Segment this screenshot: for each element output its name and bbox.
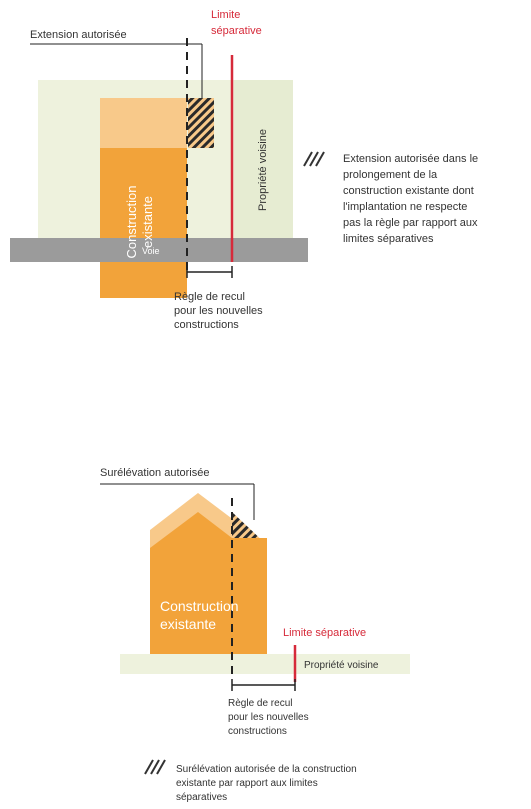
building-upper-extension [100, 98, 187, 148]
legend-hatch-icon-2 [144, 759, 166, 775]
legend-text-5: pas la règle par rapport aux [343, 217, 478, 229]
legend2-text-2: existante par rapport aux limites [176, 778, 318, 789]
setback2-text-3: constructions [228, 726, 287, 737]
diagram-1: Voie Extension autorisée Limite séparati… [10, 9, 478, 331]
limit-label-line2: séparative [211, 25, 262, 37]
ground-strip [120, 654, 410, 674]
authorized-extension-hatch [188, 98, 214, 148]
legend-hatch-icon [303, 151, 325, 167]
setback-text-3: constructions [174, 319, 239, 331]
legend2-text-3: séparatives [176, 792, 227, 803]
road-label: Voie [142, 246, 160, 256]
building-label-line1: Construction [124, 186, 139, 259]
existing-house [150, 512, 232, 654]
elevation-label: Surélévation autorisée [100, 467, 209, 479]
existing-building [100, 148, 187, 298]
house-right-body [232, 538, 267, 654]
legend-text-2: prolongement de la [343, 169, 438, 181]
neighbor-label-2: Propriété voisine [304, 660, 379, 671]
house-label-line2: existante [160, 616, 216, 632]
legend-text-3: construction existante dont [343, 185, 474, 197]
setback2-text-2: pour les nouvelles [228, 712, 309, 723]
legend-text-4: l'implantation ne respecte [343, 201, 467, 213]
neighbor-label: Propriété voisine [257, 129, 269, 211]
extension-label: Extension autorisée [30, 29, 127, 41]
diagram-2: Surélévation autorisée Construction exis… [100, 467, 410, 803]
setback2-text-1: Règle de recul [228, 698, 292, 709]
legend-text-1: Extension autorisée dans le [343, 153, 478, 165]
setback-text-2: pour les nouvelles [174, 305, 263, 317]
house-label-line1: Construction [160, 598, 239, 614]
legend2-text-1: Surélévation autorisée de la constructio… [176, 764, 357, 775]
road [10, 238, 308, 262]
limit-label-line1: Limite [211, 9, 240, 21]
setback-text-1: Règle de recul [174, 291, 245, 303]
building-label-line2: existante [140, 196, 155, 248]
neighbor-property [234, 80, 293, 240]
legend-text-6: limites séparatives [343, 233, 434, 245]
limit-label-2: Limite séparative [283, 627, 366, 639]
